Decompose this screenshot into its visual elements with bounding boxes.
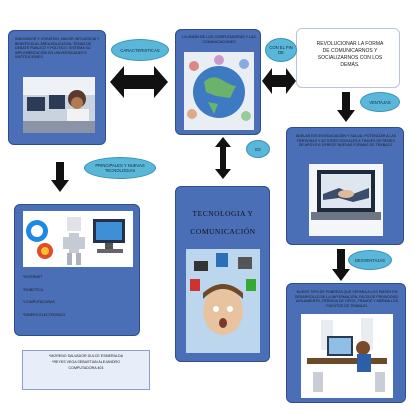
- globe-caption: La union de los computadoras y las comun…: [182, 35, 256, 44]
- revolution-box: Revolucionar la forma de comunicarnos y …: [296, 28, 400, 88]
- handshake-laptop-image: [309, 164, 383, 236]
- arrow-down-principales: [51, 162, 69, 192]
- stressed-worker-image: [301, 314, 393, 398]
- credit-2: *REYES VEGA SEBASTIAN ALEJANDRO: [52, 360, 120, 364]
- arrow-down-desventajas: [332, 249, 350, 281]
- students-photo: [23, 77, 95, 133]
- technology-box: TECNOLOGIA Y COMUNICACIÓN: [175, 186, 270, 362]
- credit-3: COMPUTADORA 403: [68, 366, 104, 370]
- cloud-desventajas: DESVENTAJAS: [348, 250, 392, 270]
- cloud-principales: PRINCIPALES Y NUEVAS TECNOLOGIAS: [84, 157, 156, 179]
- disadvantages-box: Nuevo tipo de pobreza que separa a los p…: [286, 283, 406, 403]
- advantages-text: Adelantos en educación y salud, potencia…: [295, 134, 397, 148]
- app-item-robotics: *ROBOTICA: [23, 287, 44, 292]
- credits-box: *MORENO SALVADOR DULCE ESMERALDA *REYES …: [22, 350, 150, 390]
- arrow-left-right-2: [262, 68, 296, 94]
- arrow-down-ventajas: [337, 92, 355, 122]
- app-item-electronic-money: *DINERO ELECTRONICO: [23, 312, 66, 317]
- arrow-left-right-1: [110, 66, 168, 98]
- advantages-box: Adelantos en educación y salud, potencia…: [286, 127, 404, 245]
- center-title: TECNOLOGIA Y COMUNICACIÓN: [190, 209, 256, 236]
- cloud-ventajas: VENTAJAS: [360, 92, 400, 112]
- globe-box: La union de los computadoras y las comun…: [175, 29, 261, 135]
- disadvantages-text: Nuevo tipo de pobreza que separa a los p…: [294, 290, 400, 308]
- applications-list: *INTERNET *ROBOTICA *COMPUTADORAS *DINER…: [23, 275, 123, 325]
- app-item-computers: *COMPUTADORAS: [23, 300, 55, 305]
- cloud-es: ES: [246, 140, 270, 158]
- innovation-text: Innovador y creativo, mayor influencia y…: [15, 37, 100, 60]
- app-item-internet: *INTERNET: [23, 275, 43, 279]
- credit-1: *MORENO SALVADOR DULCE ESMERALDA: [49, 354, 123, 358]
- cloud-caracteristicas: CARACTERISTICAS: [111, 39, 169, 61]
- applications-box: *INTERNET *ROBOTICA *COMPUTADORAS *DINER…: [14, 204, 140, 336]
- cloud-fin: CON EL FIN DE: [265, 38, 297, 62]
- innovation-box: Innovador y creativo, mayor influencia y…: [8, 30, 106, 145]
- tech-head-image: [186, 249, 260, 353]
- revolution-text: Revolucionar la forma de comunicarnos y …: [316, 41, 384, 68]
- globe-image: [184, 52, 254, 130]
- arrow-up-down-es: [215, 137, 231, 179]
- devices-image: [23, 211, 133, 267]
